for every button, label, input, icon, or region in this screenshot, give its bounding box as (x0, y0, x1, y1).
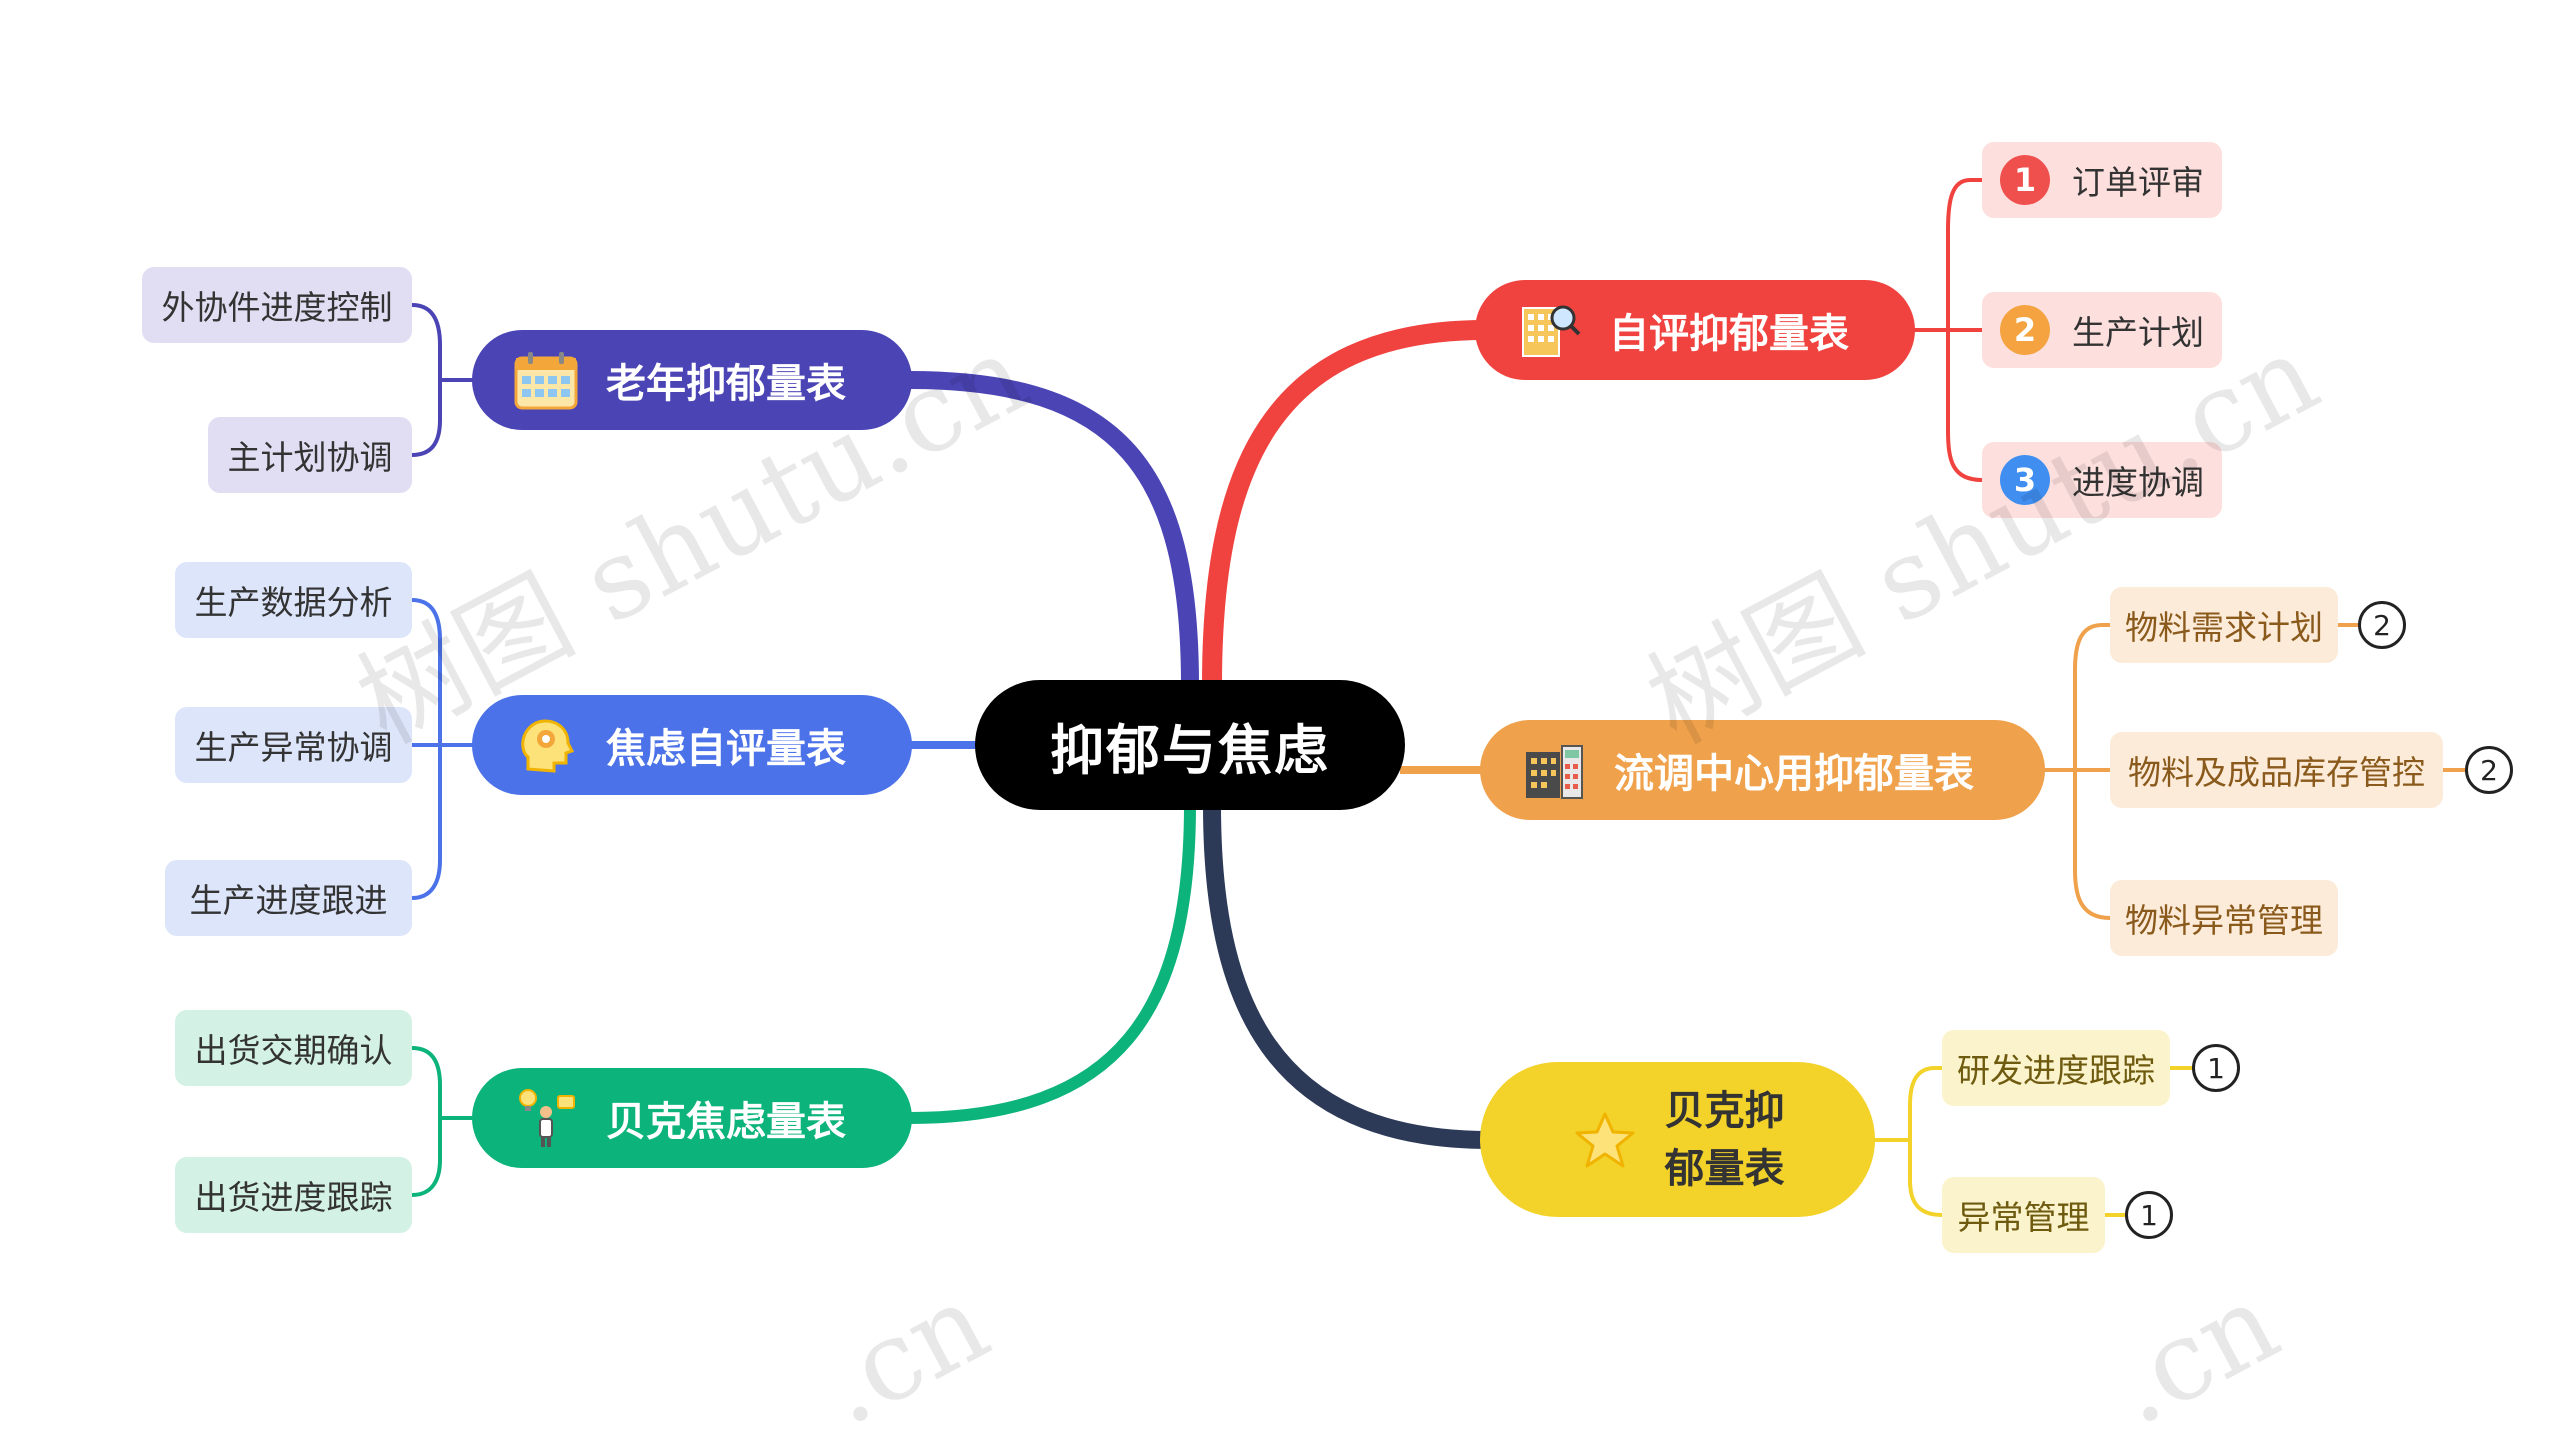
leaf-label: 订单评审 (2072, 163, 2204, 202)
leaf-label: 出货进度跟踪 (194, 1178, 393, 1217)
leaf-beikeyiyu-1[interactable]: 研发进度跟踪 (1942, 1030, 2170, 1106)
link-beikejiaolv-leaves (411, 1046, 475, 1197)
number-1-icon: 1 (2000, 155, 2050, 205)
link-liudiao-leaves (2040, 623, 2111, 920)
branch-beike-yiyu[interactable]: 贝克抑 郁量表 (1480, 1062, 1875, 1217)
link-liudiao-badges (2335, 623, 2465, 772)
branch-liudiao[interactable]: 流调中心用抑郁量表 (1480, 720, 2045, 820)
leaf-label: 生产进度跟进 (189, 881, 388, 920)
mindmap-canvas: 抑郁与焦虑 自评抑郁量表 1 订单评审 2 生产计划 3 进度协调 (142, 142, 2513, 1450)
branch-label: 自评抑郁量表 (1609, 311, 1849, 357)
count-badge[interactable]: 2 (2358, 601, 2406, 649)
branch-label: 老年抑郁量表 (606, 361, 846, 407)
link-beikeyiyu-badges (2103, 1066, 2192, 1217)
leaf-liudiao-1[interactable]: 物料需求计划 (2110, 587, 2338, 663)
number-2-icon: 2 (2000, 305, 2050, 355)
leaf-liudiao-2[interactable]: 物料及成品库存管控 (2110, 732, 2443, 808)
head-gear-icon (512, 711, 580, 779)
link-laonian-leaves (411, 303, 475, 457)
link-root-beikeyiyu (1203, 804, 1491, 1149)
leaf-liudiao-3[interactable]: 物料异常管理 (2110, 880, 2338, 956)
link-root-zip (1202, 320, 1486, 686)
leaf-jiaolv-2[interactable]: 生产异常协调 (175, 707, 412, 783)
leaf-label: 物料及成品库存管控 (2128, 753, 2425, 792)
branch-zip[interactable]: 自评抑郁量表 (1475, 280, 1915, 380)
root-topic[interactable]: 抑郁与焦虑 (975, 680, 1405, 810)
count-badge[interactable]: 2 (2465, 746, 2513, 794)
branch-jiaolv-zip[interactable]: 焦虑自评量表 (472, 695, 912, 795)
leaf-zip-3[interactable]: 3 进度协调 (1982, 442, 2222, 518)
leaf-laonian-1[interactable]: 外协件进度控制 (142, 267, 412, 343)
branch-label: 贝克焦虑量表 (606, 1099, 846, 1145)
leaf-label: 进度协调 (2072, 463, 2204, 502)
number-3-icon: 3 (2000, 455, 2050, 505)
branch-label: 贝克抑 郁量表 (1665, 1082, 1785, 1198)
leaf-beikejiaolv-1[interactable]: 出货交期确认 (175, 1010, 412, 1086)
leaf-label: 生产异常协调 (194, 728, 393, 767)
link-root-laonian (909, 371, 1199, 686)
count-badge[interactable]: 1 (2125, 1191, 2173, 1239)
connector-lines (411, 178, 2465, 1217)
link-root-beikejiaolv (909, 804, 1196, 1124)
branch-label-line-1: 贝克抑 (1664, 1087, 1785, 1134)
leaf-zip-1[interactable]: 1 订单评审 (1982, 142, 2222, 218)
calendar-icon (512, 346, 580, 414)
leaf-jiaolv-3[interactable]: 生产进度跟进 (165, 860, 412, 936)
branch-laonian[interactable]: 老年抑郁量表 (472, 330, 912, 430)
leaf-beikejiaolv-2[interactable]: 出货进度跟踪 (175, 1157, 412, 1233)
link-beikeyiyu-leaves (1872, 1066, 1943, 1217)
leaf-jiaolv-1[interactable]: 生产数据分析 (175, 562, 412, 638)
branch-label-line-2: 郁量表 (1664, 1145, 1785, 1192)
star-icon (1571, 1106, 1639, 1174)
branch-label: 流调中心用抑郁量表 (1614, 751, 1974, 797)
building-search-icon (1515, 296, 1583, 364)
leaf-label: 异常管理 (1957, 1198, 2090, 1237)
branch-label: 焦虑自评量表 (606, 726, 846, 772)
person-idea-icon (512, 1084, 580, 1152)
leaf-zip-2[interactable]: 2 生产计划 (1982, 292, 2222, 368)
leaf-label: 生产数据分析 (194, 583, 393, 622)
leaf-label: 物料需求计划 (2125, 608, 2323, 647)
count-badge[interactable]: 1 (2192, 1044, 2240, 1092)
leaf-label: 主计划协调 (227, 438, 393, 477)
branch-beike-jiaolv[interactable]: 贝克焦虑量表 (472, 1068, 912, 1168)
leaf-label: 生产计划 (2072, 313, 2204, 352)
link-jiaolv-leaves (411, 598, 475, 900)
leaf-label: 物料异常管理 (2125, 901, 2323, 940)
link-zip-leaves (1910, 178, 1983, 482)
leaf-label: 外协件进度控制 (161, 288, 393, 327)
leaf-label: 出货交期确认 (194, 1031, 393, 1070)
calculator-building-icon (1520, 736, 1588, 804)
leaf-beikeyiyu-2[interactable]: 异常管理 (1942, 1177, 2105, 1253)
leaf-laonian-2[interactable]: 主计划协调 (208, 417, 412, 493)
leaf-label: 研发进度跟踪 (1957, 1051, 2155, 1090)
